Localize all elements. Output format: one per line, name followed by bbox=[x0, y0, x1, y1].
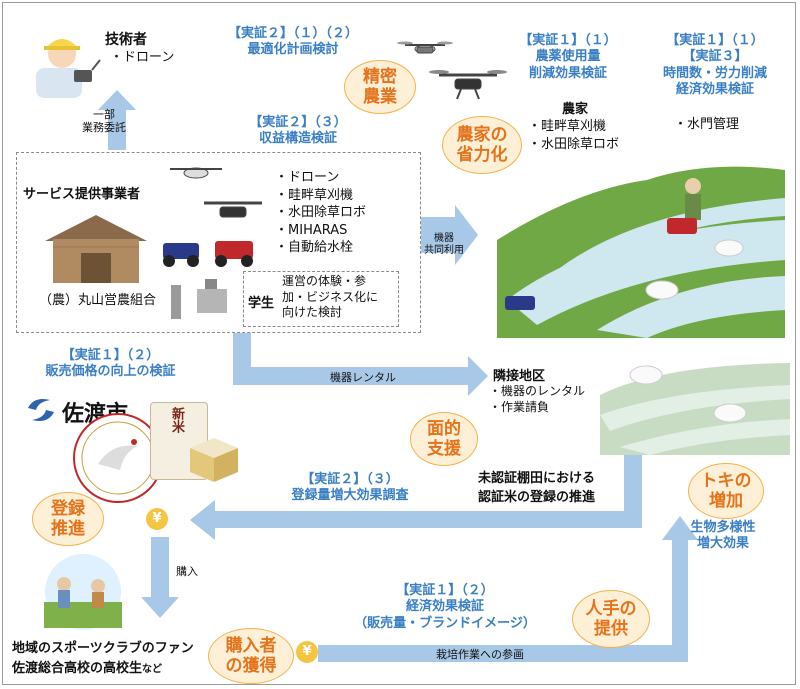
provider-drones-icon bbox=[170, 167, 262, 218]
water-gate-items: 水門管理 bbox=[674, 116, 739, 134]
verify-sales-price-text: 販売価格の向上の検証 bbox=[45, 364, 176, 380]
verify-optimization-code: 【実証２】（１）（２） bbox=[227, 26, 358, 41]
yen-coin-icon-bottom: ¥ bbox=[296, 641, 318, 663]
verify-revenue-structure-text: 収益構造検証 bbox=[258, 131, 337, 147]
verify-optimization-text: 最適化計画検討 bbox=[247, 42, 339, 58]
farm-work-label: 栽培作業への参画 bbox=[436, 648, 524, 661]
provider-item-drone: ドローン bbox=[275, 169, 366, 187]
provider-title: サービス提供事業者 bbox=[23, 187, 141, 202]
neighbor-title: 隣接地区 bbox=[493, 369, 546, 384]
verify-registration: 【実証２】（３） 登録量増大効果調査 bbox=[262, 472, 438, 505]
verify-labor-time-code: 【実証１】（１） 【実証３】 bbox=[666, 33, 764, 65]
arrow-purchase bbox=[141, 537, 179, 618]
provider-item-mower: 畦畔草刈機 bbox=[275, 187, 366, 205]
water-valve-icon bbox=[171, 279, 227, 319]
student-box: 学生 運営の体験・参 加・ビジネス化に 向けた検討 bbox=[243, 271, 399, 327]
neighbor-item-contract: 作業請負 bbox=[489, 399, 585, 415]
rice-box-icon bbox=[190, 438, 238, 482]
fans-illustration bbox=[44, 554, 122, 630]
verify-labor-time: 【実証１】（１） 【実証３】 時間数・労力削減 経済効果検証 bbox=[645, 33, 785, 98]
verify-pesticide-code: 【実証１】（１） bbox=[519, 33, 617, 48]
student-text: 運営の体験・参 加・ビジネス化に 向けた検討 bbox=[282, 274, 379, 320]
verify-sales-price-code: 【実証１】（２） bbox=[61, 348, 160, 363]
terraced-paddy-illustration bbox=[497, 166, 785, 338]
engineer-title: 技術者 bbox=[105, 32, 147, 48]
verify-registration-code: 【実証２】（３） bbox=[301, 472, 399, 487]
verify-economic-text: 経済効果検証 （販売量・ブランドイメージ） bbox=[354, 599, 536, 631]
farmer-item-weeder: 水田除草ロボ bbox=[528, 136, 619, 154]
bubble-area-support: 面的 支援 bbox=[410, 412, 478, 466]
arrow-certification bbox=[190, 445, 642, 540]
water-gate-item: 水門管理 bbox=[674, 116, 739, 134]
arrow-farm-work bbox=[318, 516, 698, 662]
verify-economic-code: 【実証１】（２） bbox=[396, 583, 494, 598]
barn-icon bbox=[45, 215, 147, 283]
verify-registration-text: 登録量増大効果調査 bbox=[291, 488, 409, 504]
verify-pesticide-text: 農薬使用量 削減効果検証 bbox=[528, 49, 607, 81]
purchase-label: 購入 bbox=[176, 565, 198, 578]
verify-labor-time-text: 時間数・労力削減 経済効果検証 bbox=[662, 65, 767, 97]
neighbor-items: 機器のレンタル 作業請負 bbox=[489, 383, 585, 415]
verify-optimization: 【実証２】（１）（２） 最適化計画検討 bbox=[213, 26, 373, 59]
verify-revenue-structure: 【実証２】（３） 収益構造検証 bbox=[238, 115, 358, 148]
neighbor-item-rental: 機器のレンタル bbox=[489, 383, 585, 399]
drones-illustration bbox=[397, 41, 507, 100]
rental-label: 機器レンタル bbox=[330, 371, 396, 384]
engineer-illustration bbox=[36, 39, 101, 98]
farmer-item-mower: 畦畔草刈機 bbox=[528, 118, 619, 136]
ibis-terrace-illustration bbox=[600, 363, 790, 455]
provider-item-water-valve: 自動給水栓 bbox=[275, 239, 366, 257]
certification-seal bbox=[73, 413, 163, 503]
fans-suffix: など bbox=[142, 664, 163, 675]
sado-city-logo-icon bbox=[28, 399, 54, 421]
service-provider-panel: サービス提供事業者 （農）丸山営農組合 ドローン 畦畔草刈機 水田除草ロボ MI… bbox=[16, 152, 421, 333]
provider-items: ドローン 畦畔草刈機 水田除草ロボ MIHARAS 自動給水栓 bbox=[275, 169, 366, 257]
engineer-items: ドローン bbox=[110, 49, 174, 67]
farmer-items: 畦畔草刈機 水田除草ロボ bbox=[528, 118, 619, 153]
verify-pesticide: 【実証１】（１） 農薬使用量 削減効果検証 bbox=[503, 33, 633, 82]
fans-line2: 佐渡総合高校の高校生 bbox=[12, 661, 143, 676]
provider-org: （農）丸山営農組合 bbox=[39, 293, 157, 308]
bubble-buyer-acquisition: 購入者 の獲得 bbox=[208, 628, 294, 684]
provider-item-miharas: MIHARAS bbox=[275, 222, 366, 240]
bubble-labor-provide: 人手の 提供 bbox=[572, 590, 650, 648]
arrow-equipment-share bbox=[421, 205, 478, 265]
yen-coin-icon: ¥ bbox=[146, 508, 168, 530]
bubble-precision-agriculture: 精密 農業 bbox=[344, 60, 416, 114]
bubble-ibis-increase: トキの 増加 bbox=[688, 463, 764, 519]
bubble-labor-saving: 農家の 省力化 bbox=[442, 116, 522, 174]
student-title: 学生 bbox=[248, 296, 275, 311]
verify-economic: 【実証１】（２） 経済効果検証 （販売量・ブランドイメージ） bbox=[330, 583, 560, 632]
certification-text: 未認証棚田における 認証米の登録の推進 bbox=[478, 471, 596, 505]
arrow-rental bbox=[233, 333, 488, 396]
bubble-registration: 登録 推進 bbox=[32, 492, 104, 546]
verify-sales-price: 【実証１】（２） 販売価格の向上の検証 bbox=[28, 348, 193, 381]
outsourcing-label: 一部 業務委託 bbox=[82, 108, 126, 135]
equipment-share-label: 機器 共同利用 bbox=[424, 233, 464, 256]
verify-revenue-structure-code: 【実証２】（３） bbox=[249, 115, 347, 130]
provider-item-weeder: 水田除草ロボ bbox=[275, 204, 366, 222]
farmer-title: 農家 bbox=[562, 102, 589, 117]
fans-line1: 地域のスポーツクラブのファン bbox=[12, 641, 194, 656]
engineer-item-drone: ドローン bbox=[110, 49, 174, 67]
fans-line2-wrap: 佐渡総合高校の高校生など bbox=[12, 657, 162, 676]
arrow-outsourcing bbox=[98, 90, 136, 150]
rice-bag-label: 新米 bbox=[169, 407, 184, 433]
provider-robots-icon bbox=[163, 241, 253, 267]
biodiversity-text: 生物多様性 増大効果 bbox=[690, 520, 756, 552]
